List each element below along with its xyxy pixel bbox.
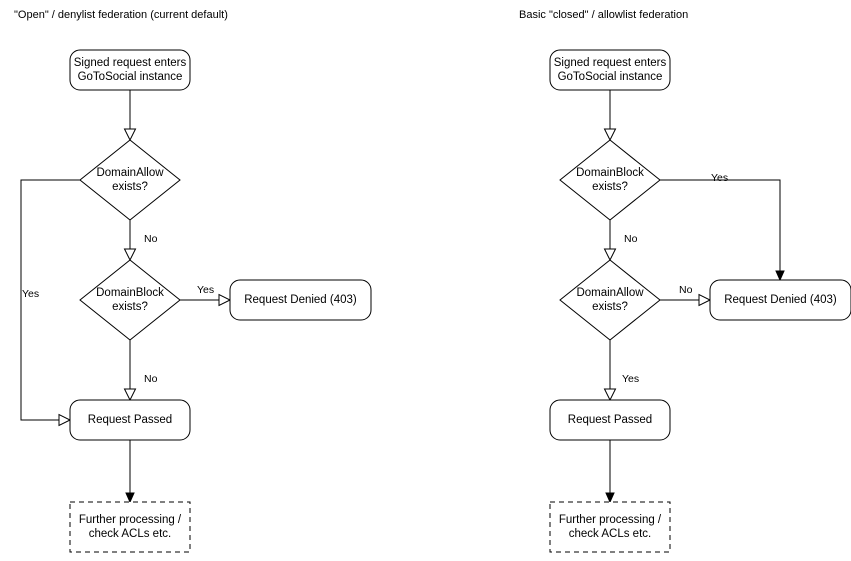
- diagram-title: "Open" / denylist federation (current de…: [14, 9, 228, 21]
- decision-diamond[interactable]: [79, 139, 181, 221]
- edge-label: Yes: [197, 284, 215, 296]
- edge-arrowhead: [603, 128, 617, 142]
- process-box[interactable]: [229, 279, 372, 321]
- edge-arrowhead: [125, 492, 135, 504]
- edge-arrowhead: [698, 293, 712, 307]
- edge-label: No: [624, 233, 638, 245]
- diagram-title: Basic "closed" / allowlist federation: [519, 9, 689, 21]
- process-box[interactable]: [709, 279, 851, 321]
- edge-arrowhead: [58, 413, 72, 427]
- edge-arrowhead: [123, 248, 137, 262]
- process-box[interactable]: [549, 49, 671, 91]
- edge-arrowhead: [123, 388, 137, 402]
- edge-label: No: [144, 233, 158, 245]
- decision-diamond[interactable]: [559, 139, 661, 221]
- process-box[interactable]: [69, 49, 191, 91]
- decision-diamond[interactable]: [79, 259, 181, 341]
- edge-label: No: [144, 373, 158, 385]
- process-box[interactable]: [549, 399, 671, 441]
- edge-arrowhead: [605, 492, 615, 504]
- edge-arrowhead: [123, 128, 137, 142]
- edge-label: Yes: [22, 288, 40, 300]
- edge-label: No: [679, 284, 693, 296]
- process-box-dashed[interactable]: [549, 501, 671, 553]
- edge-arrowhead: [603, 248, 617, 262]
- edge-arrowhead: [603, 388, 617, 402]
- flow-edge: [660, 179, 781, 272]
- process-box-dashed[interactable]: [69, 501, 191, 553]
- decision-diamond[interactable]: [559, 259, 661, 341]
- edge-label: Yes: [622, 373, 640, 385]
- edge-label: Yes: [711, 172, 729, 184]
- flow-edge: [20, 179, 80, 421]
- edge-arrowhead: [218, 293, 232, 307]
- edge-arrowhead: [775, 270, 785, 282]
- process-box[interactable]: [69, 399, 191, 441]
